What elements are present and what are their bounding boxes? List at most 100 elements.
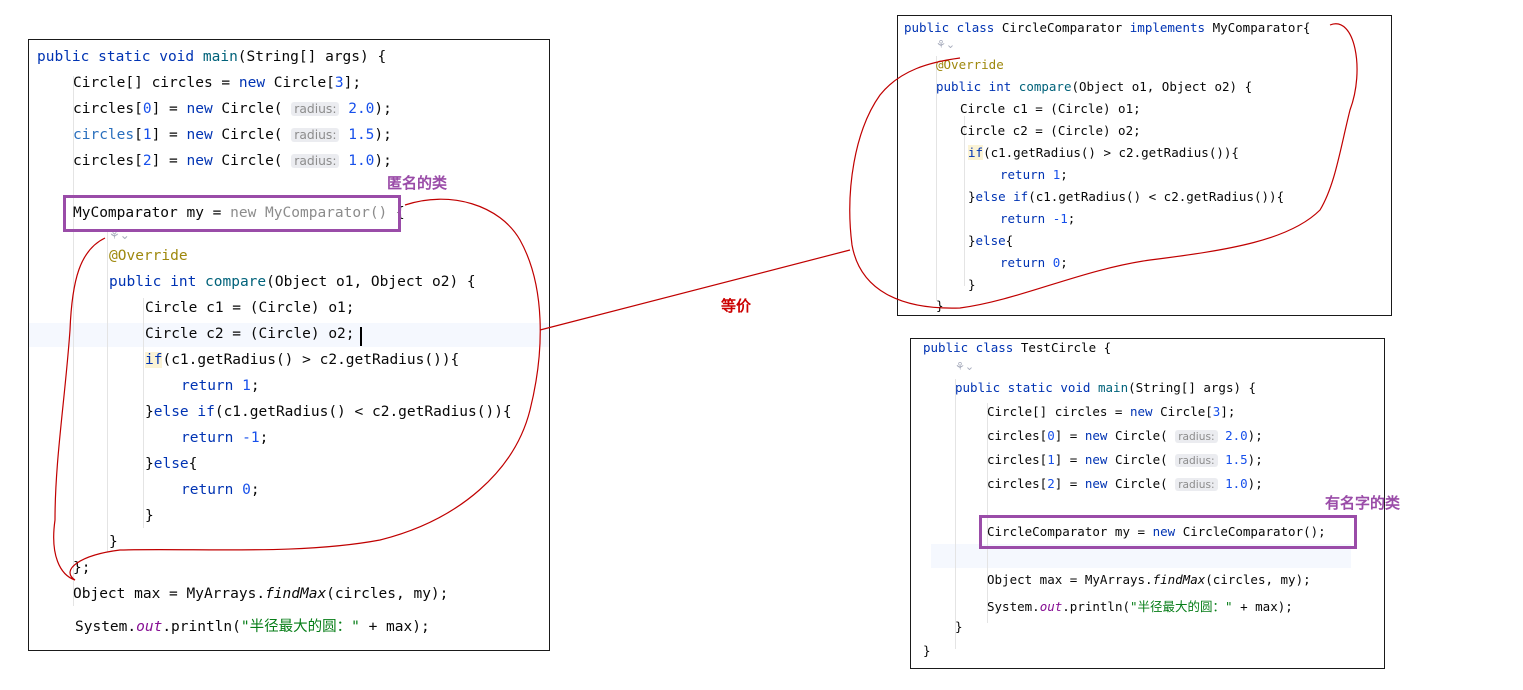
code-text: ] = bbox=[1054, 428, 1085, 443]
keyword: new bbox=[186, 101, 222, 117]
code-text: + max); bbox=[359, 619, 430, 635]
code-line: Object max = MyArrays.findMax(circles, m… bbox=[987, 572, 1311, 587]
number: 1 bbox=[142, 127, 152, 143]
code-text: + max); bbox=[1232, 599, 1293, 614]
code-line: Circle c2 = (Circle) o2; bbox=[960, 123, 1141, 138]
code-line: circles[2] = new Circle( radius: 1.0); bbox=[987, 476, 1263, 491]
code-text: (circles, my); bbox=[326, 586, 449, 602]
code-text: ; bbox=[259, 430, 269, 446]
code-text: ] = bbox=[1054, 452, 1085, 467]
code-text: ); bbox=[1247, 428, 1263, 443]
code-text: Circle( bbox=[1114, 452, 1176, 467]
code-line: circles[0] = new Circle( radius: 2.0); bbox=[73, 101, 392, 117]
number: 3 bbox=[1212, 404, 1221, 419]
keyword: else bbox=[153, 456, 189, 472]
number: 1.0 bbox=[348, 153, 375, 169]
code-line: circles[2] = new Circle( radius: 1.0); bbox=[73, 153, 392, 169]
code-text: } bbox=[145, 456, 154, 472]
code-line: Circle c2 = (Circle) o2; bbox=[145, 326, 355, 342]
code-line: public int compare(Object o1, Object o2)… bbox=[936, 79, 1252, 94]
number: 0 bbox=[1047, 428, 1055, 443]
keyword: return bbox=[1000, 255, 1053, 270]
param-hint: radius: bbox=[1175, 430, 1218, 443]
keyword: new bbox=[1084, 452, 1115, 467]
code-line: System.out.println("半径最大的圆：" + max); bbox=[75, 615, 430, 636]
code-line: } bbox=[968, 277, 976, 292]
code-text: (c1.getRadius() < c2.getRadius()){ bbox=[214, 404, 512, 420]
code-line: circles[0] = new Circle( radius: 2.0); bbox=[987, 428, 1263, 443]
code-text: { bbox=[1005, 233, 1014, 248]
code-line: Circle c1 = (Circle) o1; bbox=[145, 300, 355, 316]
code-text: ; bbox=[1067, 211, 1076, 226]
code-text: ); bbox=[1247, 476, 1263, 491]
keyword: return bbox=[181, 430, 243, 446]
indent-guide bbox=[143, 298, 144, 528]
code-text: ; bbox=[250, 482, 260, 498]
code-line: public int compare(Object o1, Object o2)… bbox=[109, 274, 476, 290]
text-caret bbox=[360, 327, 362, 346]
named-class-highlight-box bbox=[979, 515, 1357, 549]
number: 3 bbox=[334, 75, 344, 91]
param-hint: radius: bbox=[1175, 454, 1218, 467]
code-text bbox=[339, 153, 348, 169]
code-line: circles[1] = new Circle( radius: 1.5); bbox=[73, 127, 392, 143]
code-text: circles[ bbox=[987, 428, 1048, 443]
number: 2.0 bbox=[1225, 428, 1248, 443]
indent-guide bbox=[964, 116, 965, 286]
circle-comparator-panel: public class CircleComparator implements… bbox=[897, 15, 1392, 316]
code-line: Circle[] circles = new Circle[3]; bbox=[73, 75, 361, 91]
run-gutter-icon[interactable]: ⚘⌄ bbox=[955, 360, 975, 373]
code-text: Circle( bbox=[221, 127, 292, 143]
keyword: public int bbox=[109, 274, 206, 290]
method-name: findMax bbox=[1152, 572, 1206, 587]
code-text: ); bbox=[374, 153, 392, 169]
code-text bbox=[1218, 452, 1226, 467]
code-text: .println( bbox=[1062, 599, 1130, 614]
anonymous-class-label: 匿名的类 bbox=[387, 174, 448, 192]
code-line: circles[1] = new Circle( radius: 1.5); bbox=[987, 452, 1263, 467]
code-text: ; bbox=[1060, 167, 1068, 182]
code-line: Circle[] circles = new Circle[3]; bbox=[987, 404, 1235, 419]
keyword: new bbox=[238, 75, 274, 91]
code-text: circles[ bbox=[987, 452, 1048, 467]
code-text: System. bbox=[75, 619, 137, 635]
number: 1.0 bbox=[1225, 476, 1248, 491]
code-line: } bbox=[936, 298, 944, 313]
keyword: return bbox=[181, 482, 243, 498]
code-line: return 1; bbox=[181, 378, 260, 394]
implementation-gutter-icon[interactable]: ⚘⌄ bbox=[936, 38, 956, 51]
code-line: return 0; bbox=[1000, 255, 1068, 270]
code-text bbox=[339, 101, 348, 117]
code-text: } bbox=[968, 233, 976, 248]
param-hint: radius: bbox=[291, 128, 340, 142]
code-line: }else{ bbox=[145, 456, 197, 472]
code-line: }; bbox=[73, 560, 91, 576]
number: -1 bbox=[242, 430, 260, 446]
keyword: if bbox=[145, 352, 163, 368]
code-line: } bbox=[923, 643, 931, 658]
code-text: MyComparator{ bbox=[1212, 20, 1311, 35]
number: 0 bbox=[142, 101, 152, 117]
number: 0 bbox=[242, 482, 251, 498]
code-text: (Object o1, Object o2) { bbox=[266, 274, 476, 290]
keyword: new bbox=[186, 153, 222, 169]
equivalent-label: 等价 bbox=[721, 297, 752, 315]
code-text: Circle( bbox=[221, 101, 292, 117]
keyword: return bbox=[1000, 211, 1053, 226]
method-name: main bbox=[202, 49, 238, 65]
param-hint: radius: bbox=[291, 102, 340, 116]
param-hint: radius: bbox=[291, 154, 340, 168]
code-line: public class CircleComparator implements… bbox=[904, 20, 1310, 35]
keyword: public class bbox=[923, 340, 1021, 355]
param-hint: radius: bbox=[1175, 478, 1218, 491]
code-text: Circle[] circles = bbox=[73, 75, 239, 91]
field-name: out bbox=[136, 619, 163, 635]
code-text: (c1.getRadius() < c2.getRadius()){ bbox=[1028, 189, 1285, 204]
code-line: Circle c1 = (Circle) o1; bbox=[960, 101, 1141, 116]
code-text: circles[ bbox=[73, 153, 143, 169]
keyword: new bbox=[1130, 404, 1161, 419]
code-line: } bbox=[145, 508, 154, 524]
code-text: { bbox=[188, 456, 198, 472]
code-line: public static void main(String[] args) { bbox=[955, 380, 1256, 395]
code-text: (Object o1, Object o2) { bbox=[1071, 79, 1253, 94]
